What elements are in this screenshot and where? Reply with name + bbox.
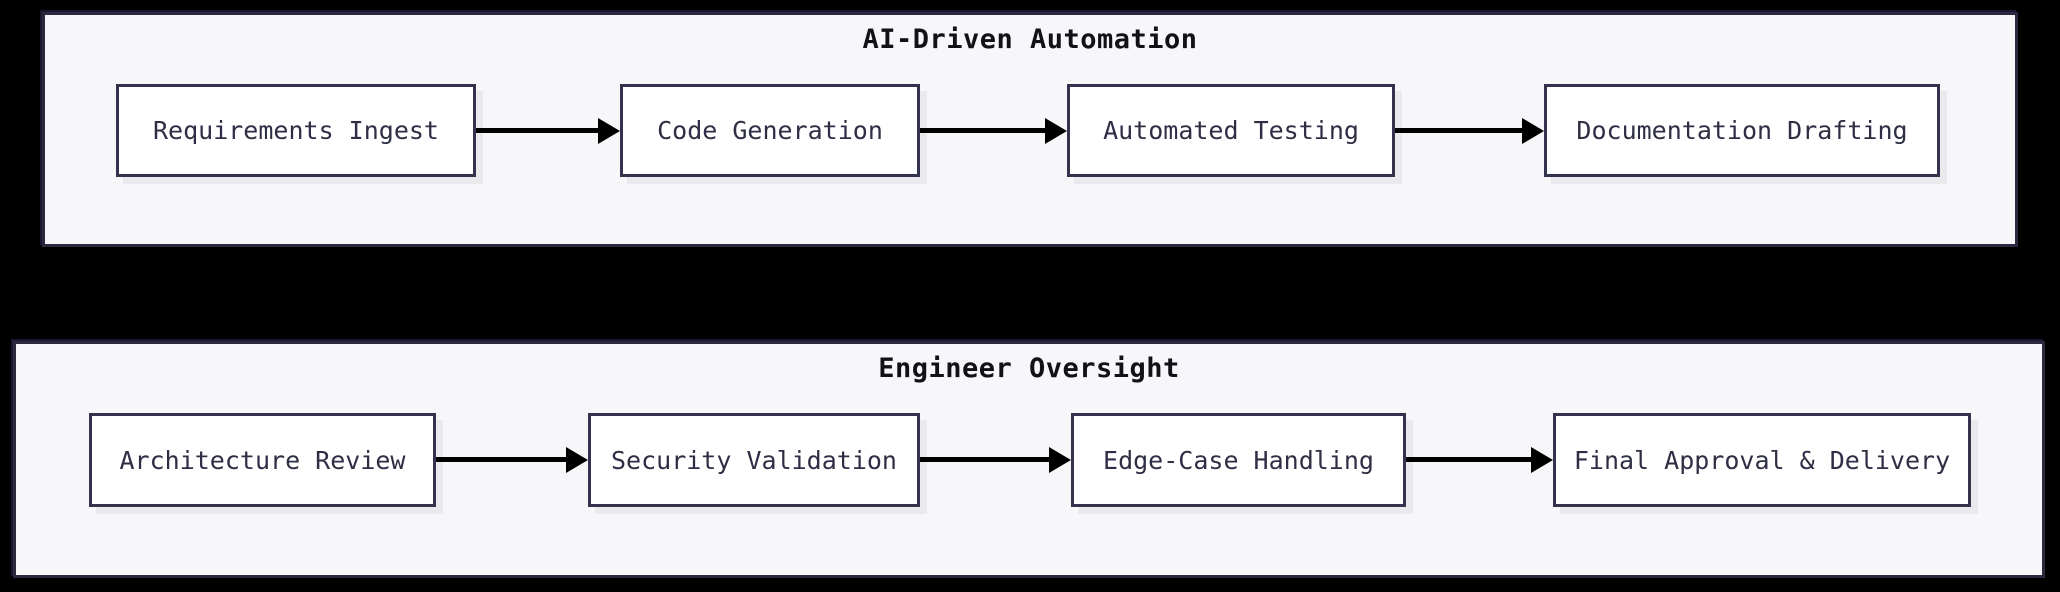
arrow-line (920, 128, 1053, 133)
arrowhead-icon (566, 447, 588, 473)
flow-node-requirements-ingest: Requirements Ingest (116, 84, 476, 177)
flow-node-final-approval-delivery: Final Approval & Delivery (1553, 413, 1971, 507)
flow-node-label: Code Generation (657, 116, 883, 145)
subgraph-title: AI-Driven Automation (862, 24, 1198, 55)
arrow-line (476, 128, 606, 133)
flow-arrow (1395, 118, 1544, 144)
flow-arrow (436, 447, 588, 473)
subgraph-title: Engineer Oversight (878, 353, 1180, 384)
arrow-line (1395, 128, 1530, 133)
arrowhead-icon (1531, 447, 1553, 473)
arrowhead-icon (1522, 118, 1544, 144)
arrowhead-icon (1045, 118, 1067, 144)
flow-node-edge-case-handling: Edge-Case Handling (1071, 413, 1406, 507)
flow-arrow (920, 118, 1067, 144)
flow-arrow (920, 447, 1071, 473)
flow-arrow (1406, 447, 1553, 473)
flow-node-label: Final Approval & Delivery (1573, 445, 1951, 475)
flow-node-label: Automated Testing (1103, 116, 1359, 145)
flow-node-documentation-drafting: Documentation Drafting (1544, 84, 1940, 177)
flow-arrow (476, 118, 620, 144)
arrow-line (920, 457, 1057, 462)
flow-node-automated-testing: Automated Testing (1067, 84, 1395, 177)
arrow-line (1406, 457, 1539, 462)
flow-node-label: Edge-Case Handling (1103, 445, 1374, 475)
flow-node-architecture-review: Architecture Review (89, 413, 436, 507)
arrow-line (436, 457, 574, 462)
flow-node-label: Documentation Drafting (1576, 116, 1908, 145)
arrowhead-icon (598, 118, 620, 144)
arrowhead-icon (1049, 447, 1071, 473)
flow-node-code-generation: Code Generation (620, 84, 920, 177)
flow-node-security-validation: Security Validation (588, 413, 920, 507)
flow-node-label: Architecture Review (119, 445, 406, 475)
flow-node-label: Security Validation (611, 445, 897, 475)
flow-node-label: Requirements Ingest (153, 116, 439, 145)
